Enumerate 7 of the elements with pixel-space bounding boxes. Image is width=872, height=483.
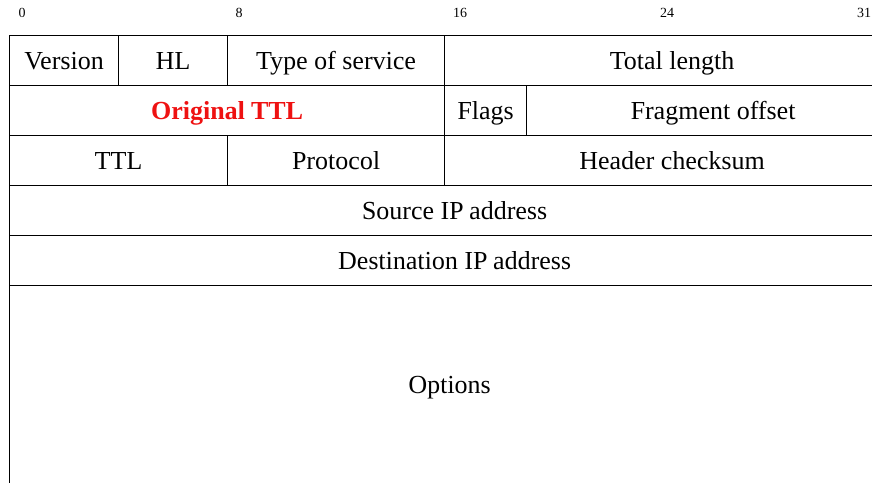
bit-number: 31	[857, 6, 871, 22]
bit-number: 24	[660, 6, 674, 22]
header-field: Options	[9, 285, 872, 483]
header-field: Version	[9, 35, 119, 86]
bit-number: 8	[236, 6, 242, 22]
bit-number: 16	[453, 6, 467, 22]
bit-number: 0	[18, 6, 26, 22]
